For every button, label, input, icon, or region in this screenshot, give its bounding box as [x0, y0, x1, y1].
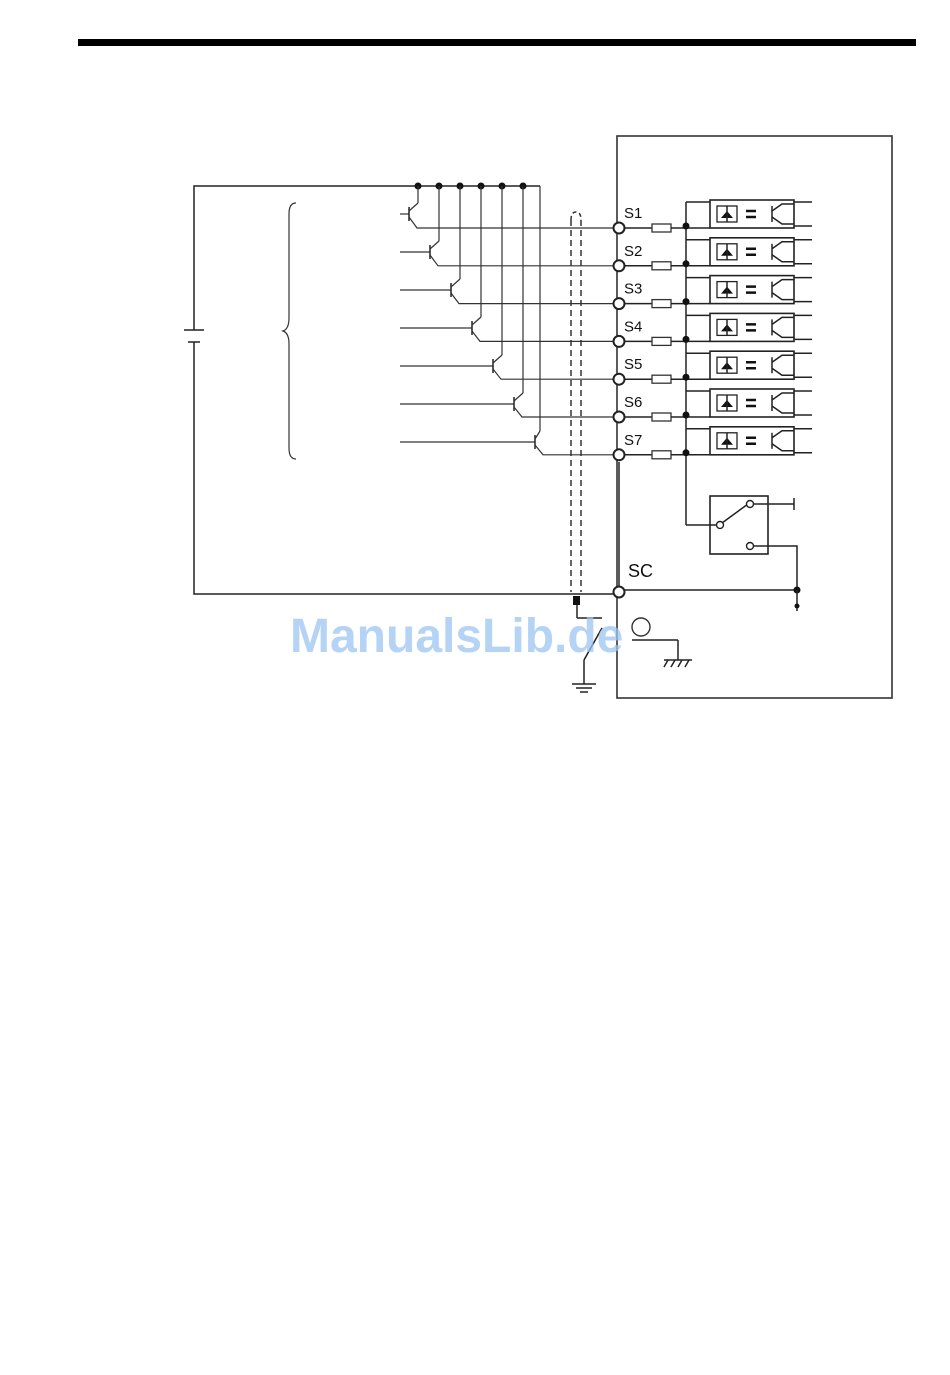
sc-terminal-label: SC — [628, 561, 653, 581]
terminal-label-s5: S5 — [624, 356, 642, 373]
group-brace — [283, 203, 296, 459]
terminal-label-s1: S1 — [624, 205, 642, 222]
terminal-s1[interactable] — [614, 223, 625, 234]
optocoupler-s6 — [683, 389, 813, 419]
terminal-s7[interactable] — [614, 449, 625, 460]
sc-terminal-group: SC — [614, 462, 801, 611]
terminal-label-s6: S6 — [624, 394, 642, 411]
input-channel-s3: S3 — [400, 186, 710, 309]
terminal-s2[interactable] — [614, 260, 625, 271]
input-channel-s1: S1 — [400, 186, 710, 234]
sink-source-switch[interactable] — [686, 496, 797, 590]
terminal-label-s3: S3 — [624, 281, 642, 298]
watermark-text: ManualsLib.de — [290, 610, 623, 663]
optocoupler-s4 — [683, 313, 813, 343]
supply-loop — [184, 186, 617, 594]
terminal-s6[interactable] — [614, 412, 625, 423]
optocoupler-s1 — [683, 200, 813, 230]
terminal-label-s4: S4 — [624, 318, 642, 335]
terminal-s4[interactable] — [614, 336, 625, 347]
optocoupler-s2 — [683, 238, 813, 267]
optocoupler-s7 — [683, 427, 813, 457]
optocoupler-s3 — [683, 276, 813, 306]
input-channel-s5: S5 — [400, 186, 710, 385]
sc-terminal[interactable] — [614, 587, 625, 598]
frame-ground-symbol — [632, 618, 692, 667]
terminal-s5[interactable] — [614, 374, 625, 385]
terminal-s3[interactable] — [614, 298, 625, 309]
shield-cable — [571, 212, 581, 605]
terminal-label-s2: S2 — [624, 243, 642, 260]
optocoupler-s5 — [683, 351, 813, 381]
terminal-label-s7: S7 — [624, 432, 642, 449]
